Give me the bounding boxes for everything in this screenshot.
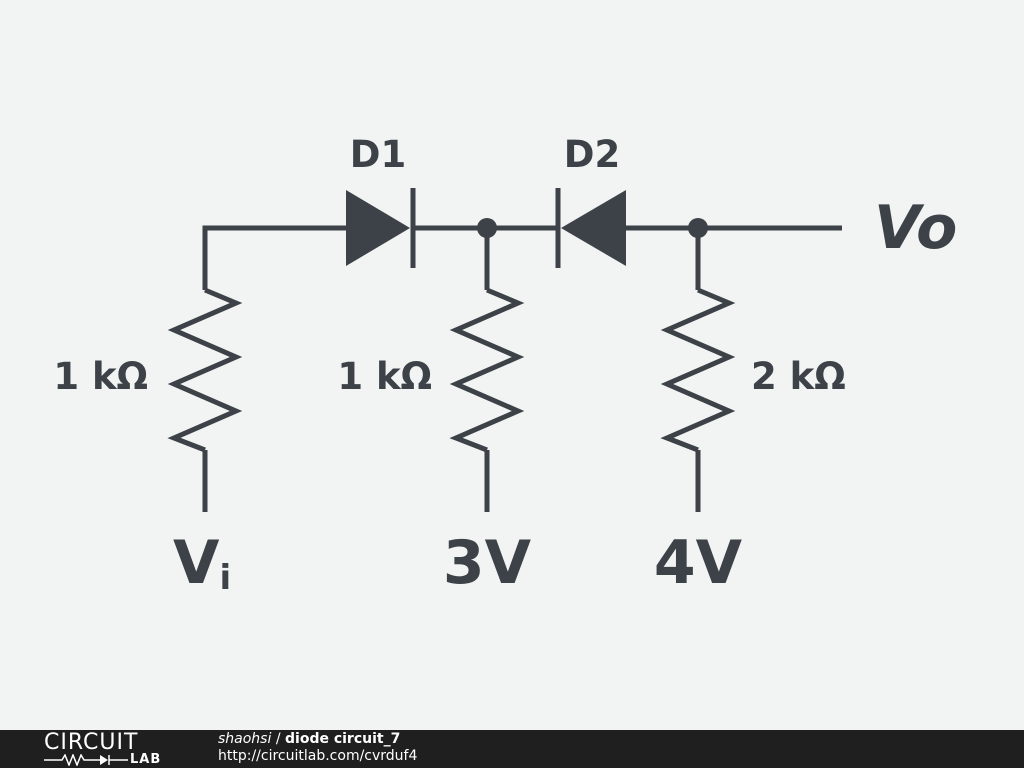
meta-separator: / xyxy=(271,731,285,747)
output-vo-label: Vo xyxy=(874,193,957,263)
resistor-r2 xyxy=(449,287,525,453)
logo-text-circuit: CIRCUIT xyxy=(44,730,139,755)
source-3v-label: 3V xyxy=(443,528,532,598)
diode-d2 xyxy=(555,188,626,268)
source-vi-main: V xyxy=(173,528,220,598)
resistor-r3-label: 2 kΩ xyxy=(751,355,846,398)
junction-node-right xyxy=(688,218,708,238)
circuit-schematic: D1 D2 1 kΩ 1 kΩ 2 kΩ Vi 3V 4V Vo xyxy=(53,133,957,598)
circuitlab-logo: CIRCUIT LAB xyxy=(44,732,174,766)
circuit-title[interactable]: diode circuit_7 xyxy=(285,731,401,747)
footer-bar: CIRCUIT LAB shaohsi / diode circuit_7 ht… xyxy=(0,730,1024,768)
resistor-r2-label: 1 kΩ xyxy=(337,355,432,398)
diode-d2-label: D2 xyxy=(564,133,620,176)
source-4v-label: 4V xyxy=(654,528,743,598)
diode-d1-label: D1 xyxy=(350,133,406,176)
junction-node-mid xyxy=(477,218,497,238)
resistor-r3 xyxy=(660,287,736,453)
diode-d1-triangle xyxy=(346,190,410,266)
author-link[interactable]: shaohsi xyxy=(218,731,272,747)
source-vi-subscript: i xyxy=(219,558,231,598)
resistor-r1-label: 1 kΩ xyxy=(53,355,148,398)
circuit-meta: shaohsi / diode circuit_7 http://circuit… xyxy=(218,731,417,765)
resistor-r1 xyxy=(167,287,243,453)
wires xyxy=(202,225,842,512)
diode-d2-triangle xyxy=(561,190,626,266)
logo-resistor-diode-icon xyxy=(44,754,128,766)
logo-text-lab: LAB xyxy=(130,752,162,767)
source-vi-label: Vi xyxy=(173,528,231,598)
wire-left-to-d1 xyxy=(202,225,346,290)
circuit-url[interactable]: http://circuitlab.com/cvrduf4 xyxy=(218,748,418,764)
diode-d1 xyxy=(346,188,416,268)
